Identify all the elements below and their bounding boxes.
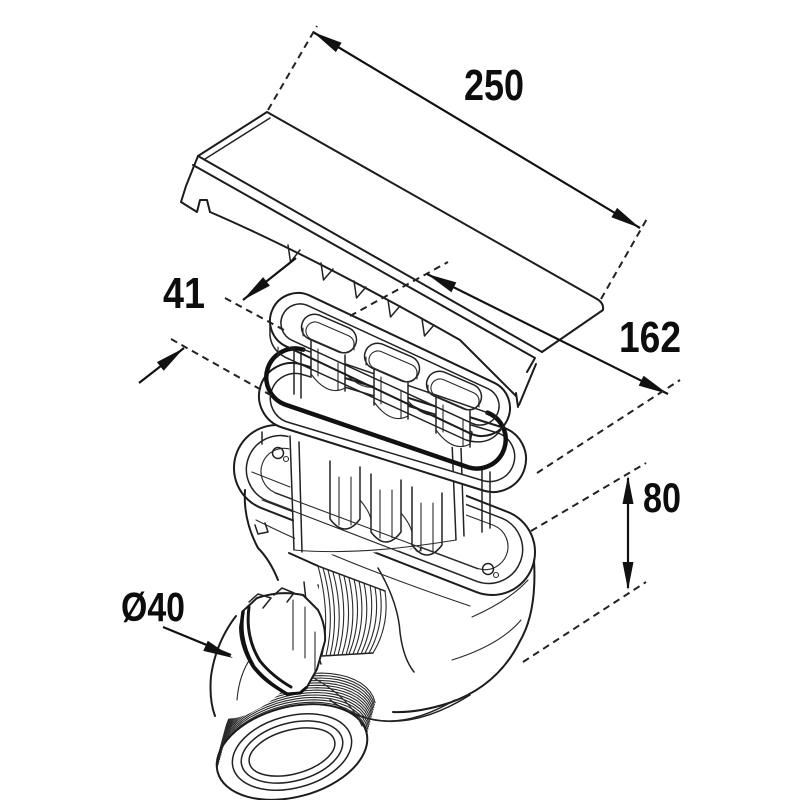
svg-text:250: 250 [464, 61, 524, 110]
svg-text:41: 41 [163, 269, 205, 318]
svg-text:80: 80 [643, 474, 681, 521]
svg-text:162: 162 [619, 313, 681, 362]
svg-text:Ø40: Ø40 [121, 584, 185, 630]
